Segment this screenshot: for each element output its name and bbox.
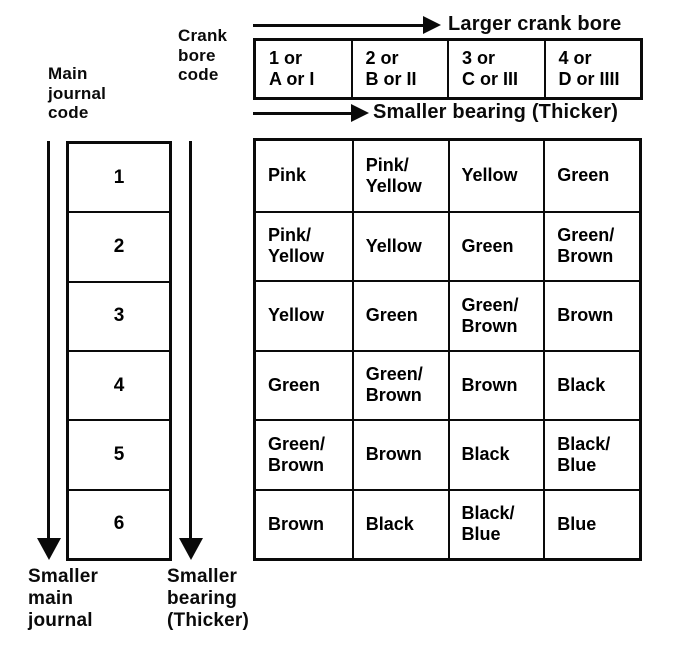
bearing-color-cell: Green/ Brown [256,419,352,489]
larger-crank-bore-arrow-line [253,24,425,27]
down-arrow-icon [37,538,61,560]
main-journal-arrow-line [47,141,50,539]
bearing-color-cell: Yellow [447,141,544,211]
journal-code-cell: 3 [69,280,169,350]
bearing-color-cell: Pink/ Yellow [351,141,448,211]
bearing-color-cell: Yellow [256,280,352,350]
journal-code-cell: 6 [69,488,169,558]
main-journal-code-table: 1 2 3 4 5 6 [66,141,172,561]
bearing-color-cell: Green/ Brown [543,210,639,280]
bearing-color-cell: Green [543,141,639,211]
bearing-color-cell: Green [351,280,448,350]
right-arrow-icon [423,16,441,34]
bearing-color-cell: Green/ Brown [447,280,544,350]
bearing-color-cell: Pink [268,165,307,186]
journal-code-cell: 5 [69,419,169,488]
bearing-color-cell: Green [256,349,352,420]
crank-bore-code-cell: 2 or B or II [350,41,448,97]
right-arrow-icon [351,104,369,122]
down-arrow-icon [179,538,203,560]
bearing-color-cell: Green [447,210,544,280]
bearing-color-cell: Black [447,419,544,489]
bearing-color-cell: Green/ Brown [351,349,448,419]
crank-bore-code-cell: 1 or A or I [269,48,315,89]
bearing-arrow-line [189,141,192,539]
bearing-color-cell: Brown [256,488,352,559]
crank-bore-code-cell: 4 or D or IIII [543,41,641,97]
bearing-color-cell: Brown [447,349,544,419]
larger-crank-bore-label: Larger crank bore [448,13,622,35]
bearing-color-cell: Blue [543,488,639,558]
bearing-color-cell: Brown [543,280,639,350]
bearing-color-cell: Black/ Blue [447,488,544,558]
main-journal-code-label: Main journal code [48,64,107,122]
bearing-color-cell: Black [543,349,639,419]
smaller-bearing-arrow-line [253,112,353,115]
smaller-main-journal-label: Smaller main journal [28,566,99,631]
bearing-color-cell: Pink/ Yellow [256,210,352,281]
journal-code-cell: 2 [69,211,169,280]
crank-bore-code-header-table: 1 or A or I 2 or B or II 3 or C or III 4… [253,38,643,100]
bearing-color-cell: Black [351,488,448,558]
smaller-bearing-axis-label: Smaller bearing (Thicker) [373,101,619,123]
bearing-color-table: Pink Pink/ Yellow Yellow Green Pink/ Yel… [253,138,642,561]
bearing-color-cell: Brown [351,419,448,489]
crank-bore-code-label: Crank bore code [178,26,228,84]
journal-code-cell: 4 [69,349,169,419]
bearing-color-cell: Black/ Blue [543,419,639,489]
journal-code-cell: 1 [113,166,125,188]
smaller-bearing-label: Smaller bearing (Thicker) [167,566,250,631]
bearing-color-cell: Yellow [351,210,448,280]
crank-bore-code-cell: 3 or C or III [447,41,544,97]
